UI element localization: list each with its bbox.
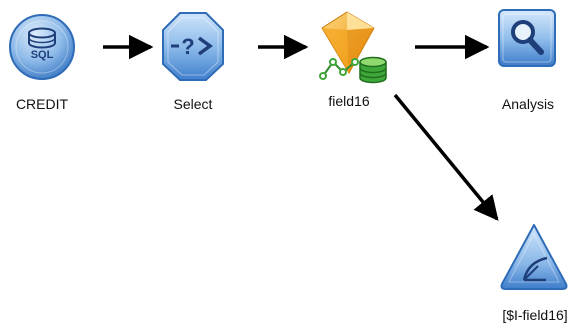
sql-database-icon: SQL xyxy=(9,14,75,80)
node-label-generated-model: [$I-field16] xyxy=(502,307,568,323)
node-label-analysis: Analysis xyxy=(501,96,555,112)
node-label-credit: CREDIT xyxy=(15,96,69,112)
edge-field16-model[interactable] xyxy=(393,93,499,221)
magnifier-icon xyxy=(498,9,556,67)
svg-text:?: ? xyxy=(181,34,194,59)
edges xyxy=(103,34,499,221)
node-label-select: Select xyxy=(173,96,213,112)
node-credit[interactable]: SQL xyxy=(9,14,75,80)
model-nugget-icon xyxy=(319,11,387,84)
model-triangle-icon xyxy=(500,224,568,290)
node-generated-model[interactable] xyxy=(500,224,568,290)
node-select[interactable]: ? xyxy=(162,12,224,81)
svg-text:SQL: SQL xyxy=(31,49,54,61)
select-node-icon: ? xyxy=(162,12,224,81)
database-stack-icon xyxy=(359,56,387,84)
node-field16[interactable] xyxy=(319,11,387,84)
node-analysis[interactable] xyxy=(498,9,556,67)
node-label-field16: field16 xyxy=(328,93,370,109)
